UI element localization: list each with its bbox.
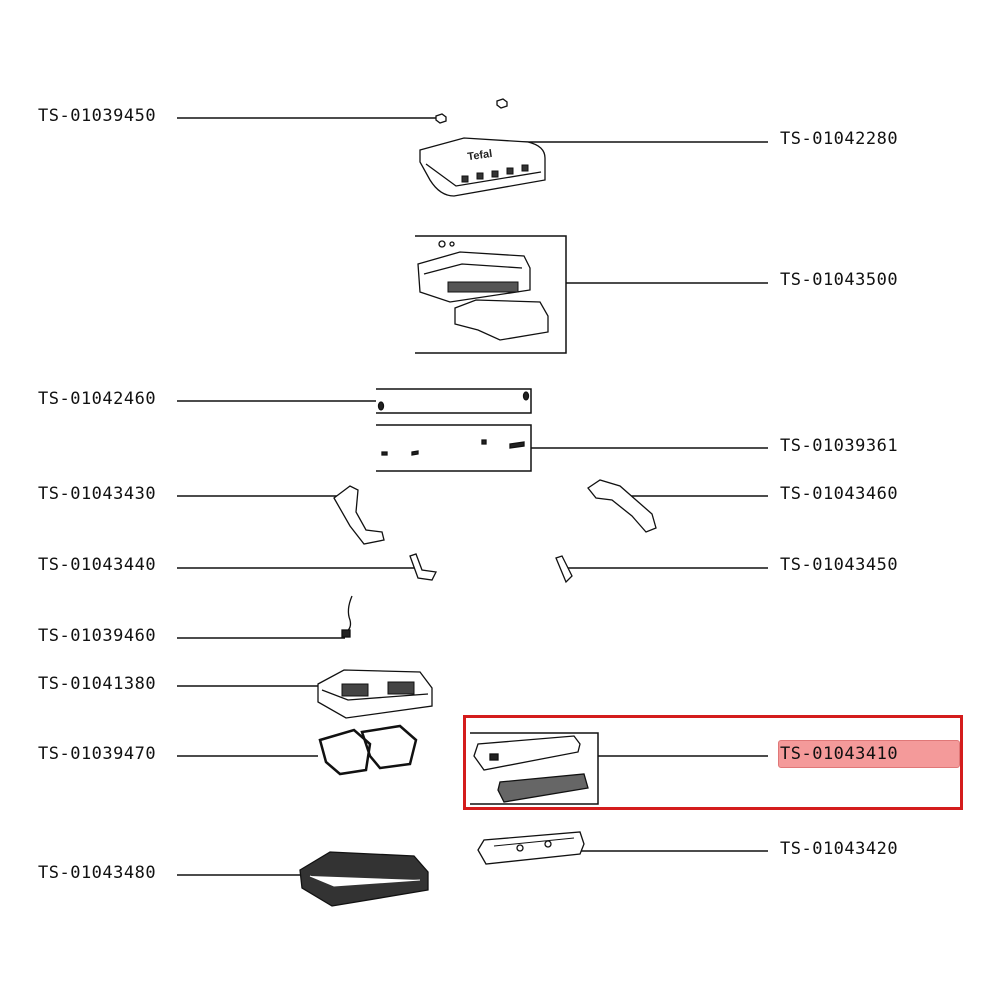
bracket-p13 <box>470 732 599 805</box>
hinge-arm-right-part <box>587 479 657 533</box>
bracket-right-part <box>555 555 573 584</box>
control-assembly-part <box>417 251 531 303</box>
part-label-selected[interactable]: TS-01043410 <box>780 744 899 764</box>
foot-part-b <box>496 98 508 109</box>
part-label[interactable]: TS-01039450 <box>38 106 157 126</box>
screw-b <box>522 391 530 401</box>
part-label[interactable]: TS-01043420 <box>780 839 899 859</box>
part-label[interactable]: TS-01043480 <box>38 863 157 883</box>
control-plate-part <box>454 299 549 341</box>
part-label[interactable]: TS-01043450 <box>780 555 899 575</box>
hinge-arm-left-part <box>333 485 385 545</box>
part-label[interactable]: TS-01039361 <box>780 436 899 456</box>
bracket-p3 <box>415 235 567 354</box>
screw-f <box>509 441 525 449</box>
screw-d <box>411 450 419 456</box>
bracket-p4 <box>376 388 532 414</box>
selected-board-part <box>473 735 581 771</box>
screw-a <box>377 401 385 411</box>
foot-part-a <box>435 113 447 124</box>
selection-frame <box>463 715 963 810</box>
bracket-p5 <box>376 424 532 472</box>
selected-pcb-part <box>497 773 589 803</box>
part-label[interactable]: TS-01043440 <box>38 555 157 575</box>
gasket-part <box>318 728 372 776</box>
screw-e <box>481 439 487 445</box>
cable-part <box>345 595 353 633</box>
part-label[interactable]: TS-01039460 <box>38 626 157 646</box>
part-label[interactable]: TS-01041380 <box>38 674 157 694</box>
circuit-board-part <box>477 831 585 865</box>
screw-c <box>381 451 388 456</box>
part-label[interactable]: TS-01043500 <box>780 270 899 290</box>
part-label[interactable]: TS-01042280 <box>780 129 899 149</box>
selected-label-highlight <box>778 740 960 768</box>
part-label[interactable]: TS-01042460 <box>38 389 157 409</box>
bracket-left-part <box>409 553 437 581</box>
part-label[interactable]: TS-01043460 <box>780 484 899 504</box>
brand-logo-text: Tefal <box>467 148 493 163</box>
part-label[interactable]: TS-01039470 <box>38 744 157 764</box>
part-label[interactable]: TS-01043430 <box>38 484 157 504</box>
